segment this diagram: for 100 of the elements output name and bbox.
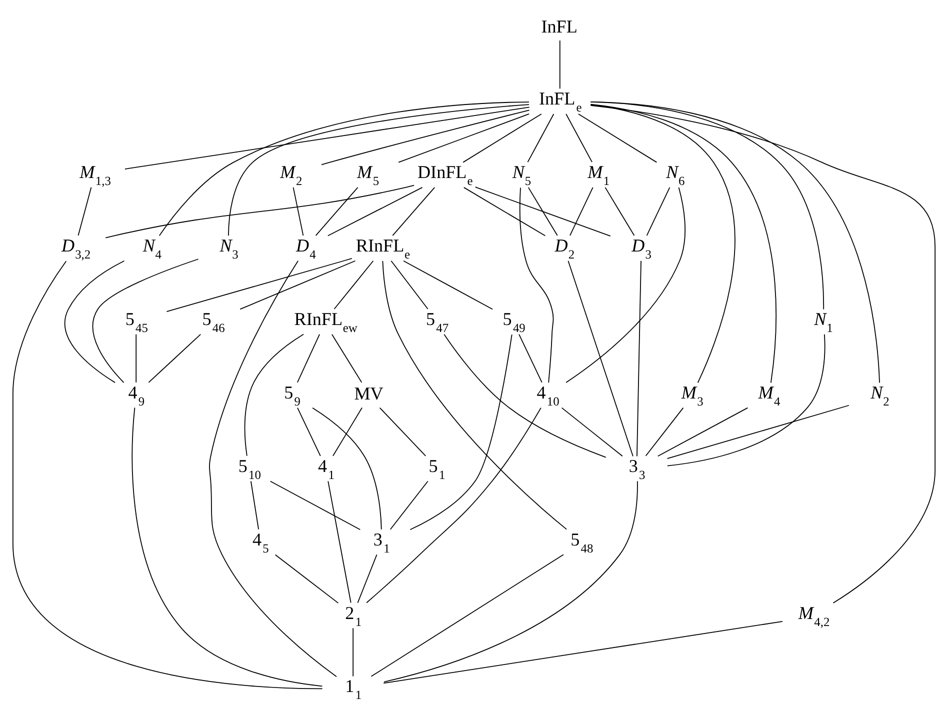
connector [357,554,378,604]
connector [384,480,638,682]
connector [382,260,568,530]
connector [136,334,137,383]
connector [250,480,260,530]
node-text: 5$_{10}$ [238,456,261,482]
node-text: RInFL$_{ew}$ [294,308,358,335]
connector [296,334,320,383]
node-text: MV [354,384,384,404]
connector [657,407,748,457]
node-text: M$_{5}$ [357,162,380,188]
connector [590,101,880,384]
connector [132,407,323,687]
connector [240,260,356,310]
connector [474,186,611,236]
node-text: 2$_{1}$ [345,602,362,629]
connector [64,260,125,384]
node-text: InFL$_{e}$ [538,88,582,115]
node-text: M$_{1,3}$ [80,162,111,188]
node-text: 4$_{9}$ [128,382,145,408]
connector [444,334,606,458]
connector [334,260,374,310]
node-text: 1$_{1}$ [345,676,362,702]
connector [410,334,512,530]
connector [566,114,592,163]
connector [352,628,354,677]
connector [366,407,542,604]
node-text: 4$_{5}$ [252,529,269,556]
node-text: D$_{3}$ [632,235,652,262]
connector [527,114,554,163]
node-text: M$_{4,2}$ [798,602,830,629]
connector [566,187,686,383]
connector [590,104,776,384]
connector [390,480,428,530]
connector [528,186,558,236]
connector [328,480,352,604]
node-text: 5$_{45}$ [125,308,148,335]
connector [105,184,415,238]
connector [92,258,199,384]
connector [570,186,594,236]
connector [124,106,530,170]
connector [331,334,362,383]
connector [518,334,542,383]
connector [604,186,635,236]
connector [590,104,936,604]
connector [321,110,530,166]
connector [379,407,426,456]
connector [158,102,530,236]
node-text: N$_{5}$ [512,162,532,188]
node-text: 5$_{9}$ [284,382,301,408]
connector [270,480,361,530]
node-text: M$_{1}$ [588,162,610,188]
connector [12,260,323,690]
connector [78,186,92,236]
node-text: N$_{3}$ [220,235,238,262]
connector [645,407,684,456]
node-text: 5$_{47}$ [426,308,449,335]
node-text: 5$_{1}$ [428,456,446,482]
connector [578,114,658,163]
connector [646,186,670,236]
node-text: 5$_{48}$ [570,529,594,556]
connector [292,186,304,236]
connector [666,334,826,466]
node-text: N$_{1}$ [814,308,833,335]
node-text: N$_{6}$ [666,162,685,188]
connector [244,334,304,456]
connector [297,407,321,456]
node-text: DInFL$_{e}$ [417,162,473,188]
connector [332,407,362,456]
node-text: RInFL$_{e}$ [356,235,410,262]
connector [392,186,436,236]
node-text: N$_{4}$ [142,235,162,262]
node-text: D$_{3,2}$ [62,235,91,262]
connector [636,260,642,457]
node-text: D$_{2}$ [554,235,575,262]
connector [666,404,850,460]
node-text: 4$_{1}$ [318,456,334,482]
connector [315,186,358,236]
connector [559,40,560,90]
connector [561,407,623,457]
connector [370,554,564,677]
node-text: D$_{4}$ [296,235,316,262]
connector [398,114,530,163]
connector [148,334,202,383]
connector [166,258,352,312]
connector [390,260,428,310]
node-text: 5$_{49}$ [502,308,526,335]
connector [462,114,542,163]
node-text: 3$_{1}$ [373,529,390,556]
node-text: 4$_{10}$ [536,382,560,408]
connector [568,260,634,457]
node-text: 5$_{46}$ [202,308,225,335]
connector [403,260,493,310]
connector [519,187,554,384]
connector [463,186,546,236]
node-text: M$_{2}$ [280,162,302,188]
connector [209,260,337,678]
node-text: M$_{3}$ [681,382,704,408]
node-text: M$_{4}$ [758,382,780,408]
connector [327,186,423,236]
